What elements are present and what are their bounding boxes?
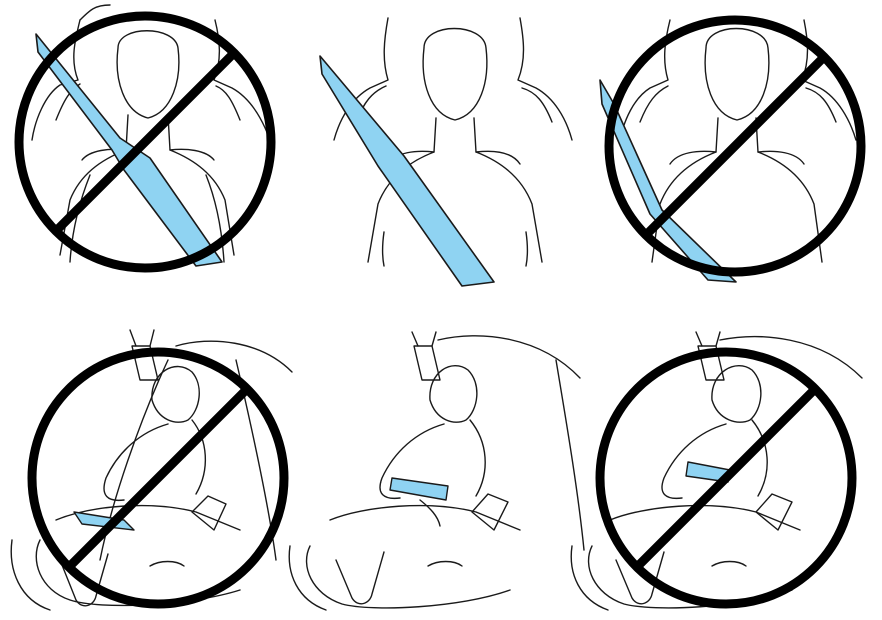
shoulder-belt — [35, 33, 223, 267]
panel-top-center — [319, 17, 573, 287]
prohibition-icon — [14, 11, 276, 273]
panel-bottom-left — [10, 329, 293, 611]
panel-bottom-right — [570, 331, 863, 611]
lap-belt — [389, 477, 449, 501]
booster-figure — [288, 331, 585, 611]
panel-top-right — [599, 15, 866, 283]
prohibition-icon — [595, 347, 857, 609]
panel-top-left — [14, 4, 276, 273]
prohibition-icon — [27, 347, 289, 609]
shoulder-belt — [319, 55, 495, 287]
lap-belt — [73, 511, 135, 531]
panel-bottom-center — [288, 331, 585, 611]
prohibition-icon — [604, 15, 866, 277]
